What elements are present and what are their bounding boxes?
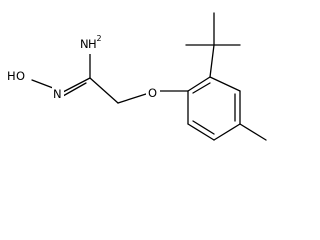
atom-o-hydroxyl: H O bbox=[6, 67, 31, 83]
ring-double-c1-c2 bbox=[192, 82, 211, 94]
molecule-structure-diagram: N H 2 N H O O bbox=[6, 12, 267, 141]
bond-ring-tbu bbox=[209, 44, 215, 78]
atom-o-hydroxyl-symbol: O bbox=[16, 69, 25, 83]
atom-o-ether-symbol: O bbox=[148, 86, 157, 100]
atom-n-amine-symbol: N bbox=[80, 37, 89, 51]
atom-o-hydroxyl-prefix: H bbox=[7, 69, 16, 83]
bond-c-amidine-ch2 bbox=[89, 77, 119, 104]
atom-o-ether: O bbox=[146, 84, 160, 100]
ring-bond-c4-c5 bbox=[213, 123, 241, 141]
ring-double-c5-c6 bbox=[192, 120, 215, 135]
ring-bond-c2-c3 bbox=[209, 76, 241, 92]
bond-c-amidine-n-oxime-1 bbox=[62, 77, 91, 93]
bonds bbox=[31, 12, 267, 141]
atom-n-oxime: N bbox=[52, 85, 64, 101]
ring-bond-c1-c2 bbox=[187, 76, 211, 92]
atom-n-amine-h-count: 2 bbox=[97, 34, 102, 43]
atom-n-amine-hydrogens: H bbox=[88, 37, 97, 51]
bond-n-oxime-o bbox=[31, 79, 54, 89]
bond-c-amidine-n-oxime-2 bbox=[62, 82, 87, 97]
atom-labels: N H 2 N H O O bbox=[6, 34, 160, 101]
atom-n-amine: N H 2 bbox=[79, 34, 102, 54]
atom-n-oxime-symbol: N bbox=[53, 87, 62, 101]
bond-ring-methyl bbox=[239, 123, 267, 141]
bond-ch2-o-ether bbox=[117, 93, 147, 104]
ring-bond-c5-c6 bbox=[187, 123, 215, 141]
